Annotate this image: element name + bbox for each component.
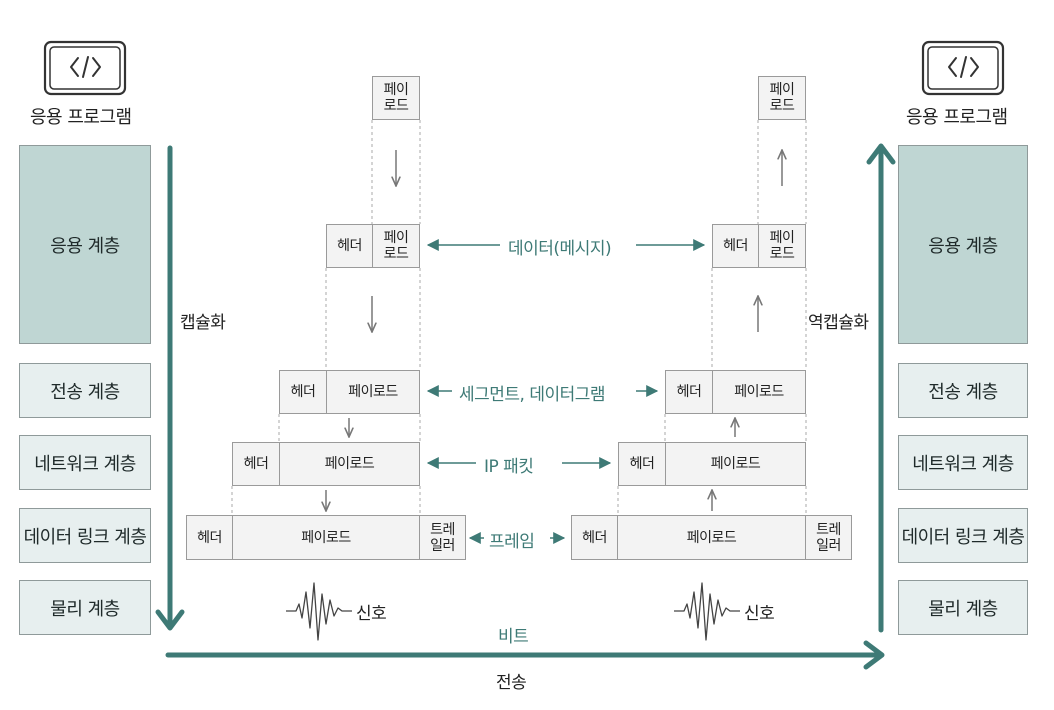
decapsulation-label: 역캡슐화 bbox=[808, 313, 869, 333]
right-transport-payload: 페이로드 bbox=[712, 370, 806, 414]
code-window-icon bbox=[921, 40, 1005, 96]
right-app-header: 헤더 bbox=[712, 224, 759, 268]
right-layer-application: 응용 계층 bbox=[898, 145, 1028, 344]
left-layer-transport: 전송 계층 bbox=[19, 363, 151, 418]
signal-label-right: 신호 bbox=[744, 604, 775, 624]
right-frame-trailer: 트레 일러 bbox=[805, 515, 852, 560]
right-network-header: 헤더 bbox=[618, 442, 666, 486]
left-program-label: 응용 프로그램 bbox=[30, 107, 132, 128]
right-layer-network: 네트워크 계층 bbox=[898, 435, 1028, 490]
left-layer-network: 네트워크 계층 bbox=[19, 435, 151, 490]
label-frame: 프레임 bbox=[489, 532, 535, 552]
left-frame-payload: 페이로드 bbox=[232, 515, 420, 560]
left-frame-trailer: 트레 일러 bbox=[419, 515, 466, 560]
right-layer-datalink: 데이터 링크 계층 bbox=[898, 508, 1028, 563]
left-transport-header: 헤더 bbox=[279, 370, 327, 414]
right-up-arrows bbox=[712, 150, 782, 511]
label-data-message: 데이터(메시지) bbox=[508, 239, 612, 259]
left-network-header: 헤더 bbox=[232, 442, 280, 486]
right-app-payload-encap: 페이 로드 bbox=[758, 224, 806, 268]
left-frame-header: 헤더 bbox=[186, 515, 233, 560]
left-down-arrows bbox=[326, 150, 396, 511]
label-ip-packet: IP 패킷 bbox=[484, 457, 534, 477]
label-segment-datagram: 세그먼트, 데이터그램 bbox=[459, 385, 606, 405]
left-dashed-guides bbox=[231, 120, 421, 515]
left-app-header: 헤더 bbox=[326, 224, 373, 268]
bit-label: 비트 bbox=[498, 627, 529, 647]
left-layer-application: 응용 계층 bbox=[19, 145, 151, 344]
right-program-label: 응용 프로그램 bbox=[906, 107, 1008, 128]
signal-wave-icon bbox=[286, 582, 352, 641]
left-layer-physical: 물리 계층 bbox=[19, 580, 151, 635]
right-app-payload: 페이 로드 bbox=[758, 76, 806, 120]
peer-connectors bbox=[426, 239, 706, 544]
signal-label-left: 신호 bbox=[356, 604, 387, 624]
right-dashed-guides bbox=[617, 120, 807, 515]
right-layer-transport: 전송 계층 bbox=[898, 363, 1028, 418]
right-layer-physical: 물리 계층 bbox=[898, 580, 1028, 635]
left-network-payload: 페이로드 bbox=[279, 442, 420, 486]
left-app-payload: 페이 로드 bbox=[372, 76, 420, 120]
right-transport-header: 헤더 bbox=[665, 370, 713, 414]
transmission-arrow-head bbox=[863, 640, 885, 670]
signal-wave-icon bbox=[674, 582, 740, 641]
right-network-payload: 페이로드 bbox=[665, 442, 806, 486]
code-window-icon bbox=[43, 40, 127, 96]
left-app-payload-encap: 페이 로드 bbox=[372, 224, 420, 268]
transmission-label: 전송 bbox=[496, 673, 527, 693]
left-layer-datalink: 데이터 링크 계층 bbox=[19, 508, 151, 563]
encapsulation-label: 캡슐화 bbox=[180, 313, 226, 333]
encapsulation-arrow-head bbox=[155, 609, 185, 631]
decapsulation-arrow-head bbox=[866, 143, 896, 165]
right-frame-payload: 페이로드 bbox=[617, 515, 806, 560]
right-frame-header: 헤더 bbox=[571, 515, 618, 560]
left-transport-payload: 페이로드 bbox=[326, 370, 420, 414]
